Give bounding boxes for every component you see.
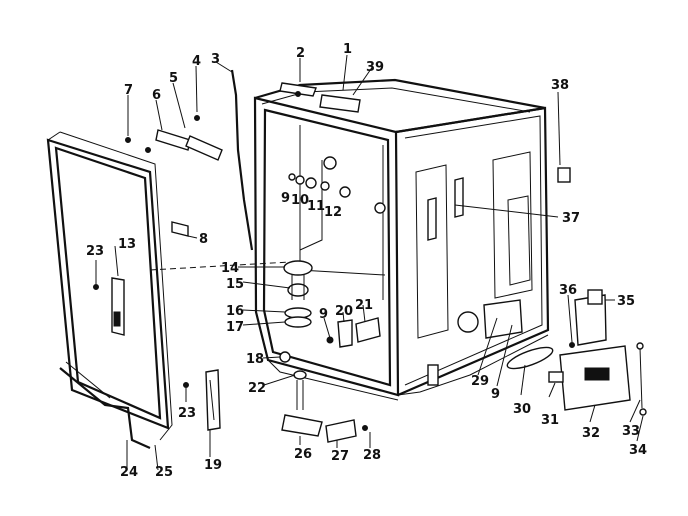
callout-13: 13 <box>118 237 136 252</box>
callout-22: 22 <box>248 381 266 396</box>
callout-36: 36 <box>559 283 577 298</box>
callout-17: 17 <box>226 320 244 335</box>
callout-5: 5 <box>169 71 178 86</box>
callout-28: 28 <box>363 448 381 463</box>
callout-23b: 23 <box>178 406 196 421</box>
callout-29: 29 <box>471 374 489 389</box>
door-panel <box>46 131 189 450</box>
callout-3: 3 <box>211 52 220 67</box>
callout-27: 27 <box>331 449 349 464</box>
callout-4: 4 <box>192 54 201 69</box>
top-hinge-assembly <box>125 115 223 161</box>
wash-pump-components <box>283 156 386 328</box>
callout-23a: 23 <box>86 244 104 259</box>
callout-32: 32 <box>582 426 600 441</box>
callout-37: 37 <box>562 211 580 226</box>
callout-25: 25 <box>155 465 173 480</box>
callout-20: 20 <box>335 304 353 319</box>
callout-labels: 1 2 3 4 5 6 7 8 9 10 11 12 13 14 15 16 1… <box>86 42 647 480</box>
right-side-parts <box>427 167 647 416</box>
callout-16: 16 <box>226 304 244 319</box>
vent-hose <box>230 69 254 251</box>
callout-33: 33 <box>622 424 640 439</box>
callout-6: 6 <box>152 88 161 103</box>
callout-15: 15 <box>226 277 244 292</box>
callout-1: 1 <box>343 42 352 57</box>
callout-21: 21 <box>355 298 373 313</box>
callout-31: 31 <box>541 413 559 428</box>
callout-8: 8 <box>199 232 208 247</box>
callout-7: 7 <box>124 83 133 98</box>
callout-10: 10 <box>291 193 309 208</box>
callout-34: 34 <box>629 443 647 458</box>
callout-12: 12 <box>324 205 342 220</box>
vent-bracket <box>279 82 317 97</box>
callout-24: 24 <box>120 465 138 480</box>
callout-2: 2 <box>296 46 305 61</box>
callout-9b: 9 <box>319 307 328 322</box>
callout-11: 11 <box>307 199 325 214</box>
lower-parts <box>93 284 381 443</box>
callout-18: 18 <box>246 352 264 367</box>
callout-19: 19 <box>204 458 222 473</box>
callout-9c: 9 <box>491 387 500 402</box>
callout-9a: 9 <box>281 191 290 206</box>
callout-30: 30 <box>513 402 531 417</box>
callout-38: 38 <box>551 78 569 93</box>
callout-26: 26 <box>294 447 312 462</box>
leader-lines <box>95 54 644 471</box>
tub-cabinet <box>253 78 554 401</box>
callout-39: 39 <box>366 60 384 75</box>
callout-35: 35 <box>617 294 635 309</box>
callout-14: 14 <box>221 261 239 276</box>
